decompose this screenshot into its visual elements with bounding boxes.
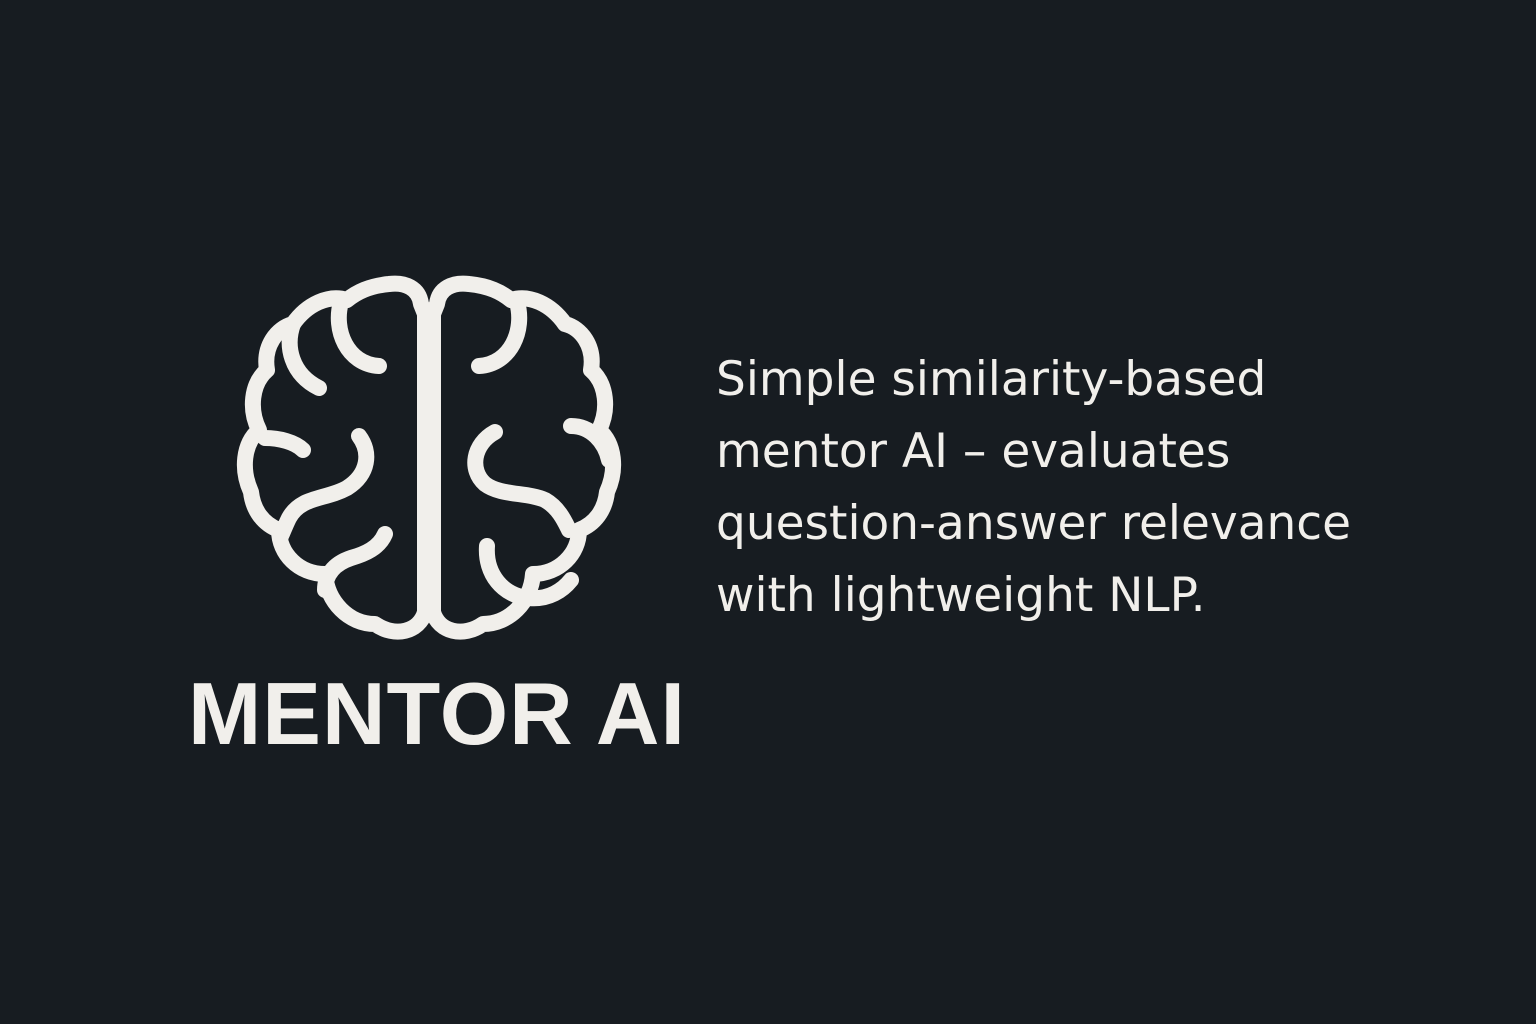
brain-icon [229, 274, 629, 660]
tagline-line-1: Simple similarity-based [716, 352, 1267, 407]
brand-title: MENTOR AI [188, 664, 686, 763]
tagline-line-3: question-answer relevance [716, 496, 1352, 551]
tagline: Simple similarity-based mentor AI – eval… [716, 344, 1436, 632]
tagline-line-2: mentor AI – evaluates [716, 424, 1231, 479]
tagline-line-4: with lightweight NLP. [716, 568, 1206, 623]
